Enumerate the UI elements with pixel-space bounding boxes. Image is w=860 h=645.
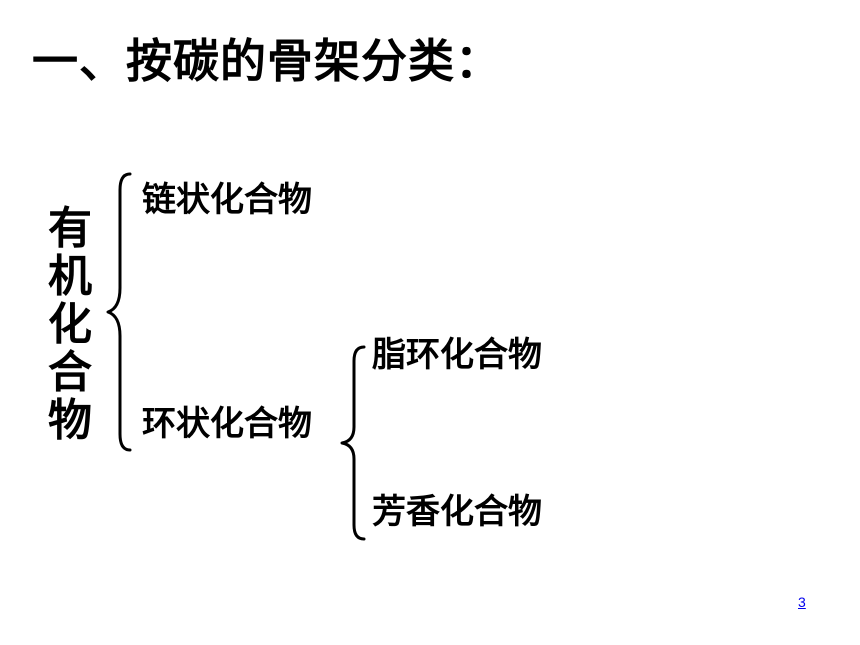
sub-alicyclic-compound: 脂环化合物 (372, 335, 542, 375)
main-brace (106, 172, 132, 452)
root-label-organic-compound: 有 机 化 合 物 (44, 205, 96, 445)
root-label-char: 物 (48, 395, 92, 446)
root-label-char: 合 (48, 347, 92, 398)
root-label-char: 有 (48, 203, 92, 254)
branch-chain-compound: 链状化合物 (142, 180, 312, 220)
sub-aromatic-compound: 芳香化合物 (372, 492, 542, 532)
root-label-char: 机 (48, 251, 92, 302)
slide-title: 一、按碳的骨架分类： (32, 34, 502, 88)
root-label-char: 化 (48, 299, 92, 350)
page-number-link[interactable]: 3 (798, 594, 806, 610)
sub-brace (340, 345, 366, 541)
branch-cyclic-compound: 环状化合物 (142, 404, 312, 444)
